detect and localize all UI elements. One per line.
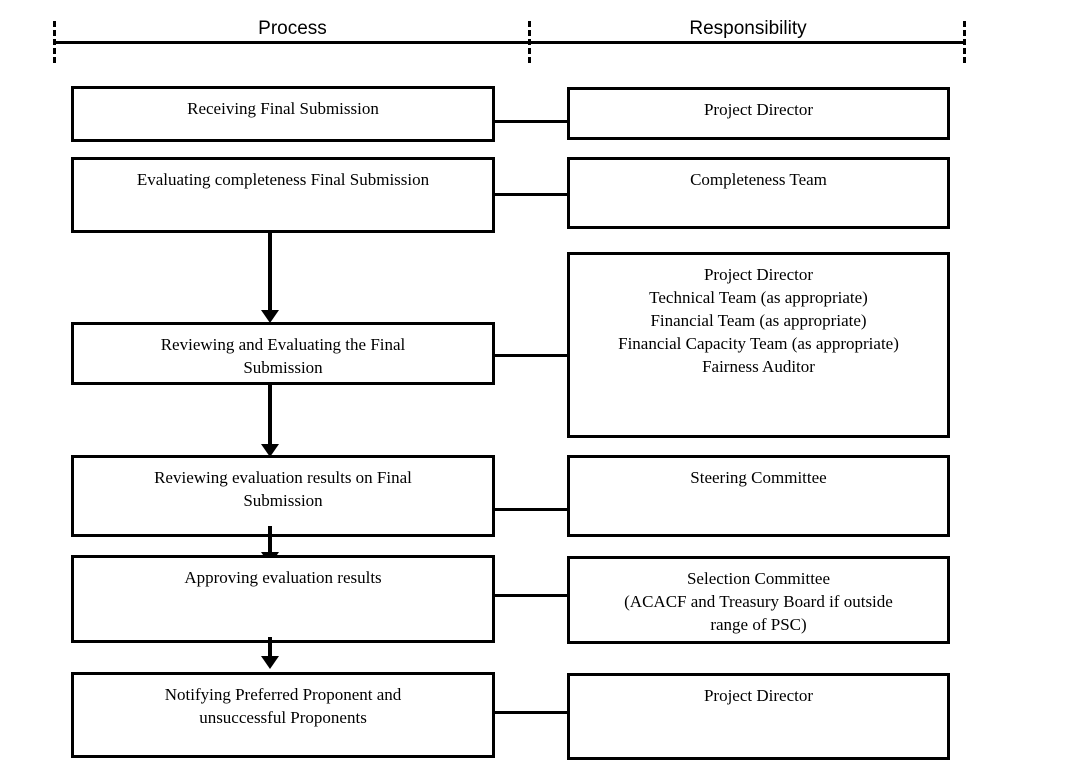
row-connector-line [492,508,570,511]
process-box-reviewing-evaluation-results: Reviewing evaluation results on Final Su… [71,455,495,537]
process-box-label: Evaluating completeness Final Submission [136,170,430,189]
responsibility-box-completeness-team: Completeness Team [567,157,950,229]
responsibility-box-project-director: Project Director [567,87,950,140]
process-box-evaluating-completeness: Evaluating completeness Final Submission [71,157,495,233]
responsibility-box-label: Project Director [703,100,814,119]
process-box-receiving-final-submission: Receiving Final Submission [71,86,495,142]
responsibility-box-label: Project Director Technical Team (as appr… [618,265,899,376]
header-divider-middle [528,21,531,63]
responsibility-box-evaluation-teams: Project Director Technical Team (as appr… [567,252,950,438]
arrow-shaft [268,232,272,310]
process-column-header: Process [258,18,327,39]
process-box-approving-evaluation-results: Approving evaluation results [71,555,495,643]
row-connector-line [492,193,570,196]
responsibility-box-label: Steering Committee [690,468,827,487]
row-connector-line [492,354,570,357]
responsibility-box-label: Completeness Team [690,170,827,189]
process-box-notifying-proponents: Notifying Preferred Proponent and unsucc… [71,672,495,758]
header-underline [55,41,966,44]
responsibility-column-header: Responsibility [689,18,807,39]
arrow-shaft [268,637,272,656]
header-divider-right [963,21,966,63]
process-box-reviewing-evaluating: Reviewing and Evaluating the Final Submi… [71,322,495,385]
arrow-head [261,656,279,669]
process-box-label: Reviewing and Evaluating the Final Submi… [160,335,406,377]
responsibility-box-selection-committee: Selection Committee (ACACF and Treasury … [567,556,950,644]
arrow-shaft [268,526,272,552]
arrow-head [261,444,279,457]
arrow-shaft [268,385,272,444]
process-box-label: Approving evaluation results [184,568,382,587]
row-connector-line [492,120,570,123]
row-connector-line [492,594,570,597]
process-box-label: Reviewing evaluation results on Final Su… [154,468,412,510]
row-connector-line [492,711,570,714]
responsibility-box-project-director-final: Project Director [567,673,950,760]
header-divider-left [53,21,56,63]
arrow-head [261,310,279,323]
process-box-label: Receiving Final Submission [187,99,379,118]
responsibility-box-steering-committee: Steering Committee [567,455,950,537]
responsibility-box-label: Project Director [703,686,814,705]
process-box-label: Notifying Preferred Proponent and unsucc… [164,685,402,727]
responsibility-box-label: Selection Committee (ACACF and Treasury … [624,569,893,634]
